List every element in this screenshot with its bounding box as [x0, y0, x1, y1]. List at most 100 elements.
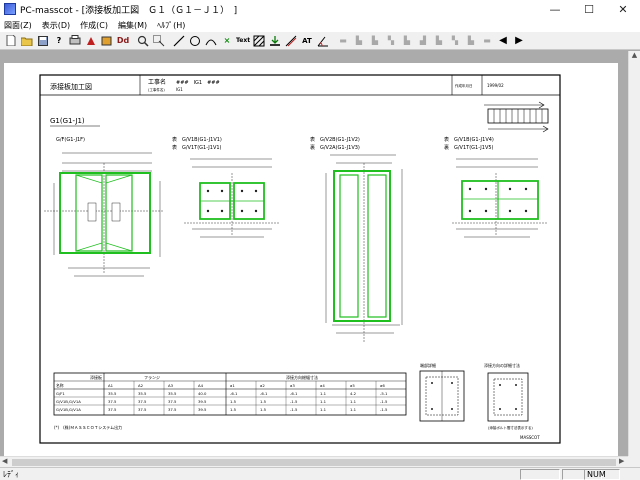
cross-tool-icon[interactable]: ×	[223, 36, 231, 45]
view4-prefix-1: 表	[444, 136, 449, 143]
table-cell: 37.5	[168, 399, 177, 404]
zoom-icon[interactable]	[136, 34, 150, 48]
app-icon	[4, 3, 16, 15]
web-splice-view-3	[452, 158, 548, 238]
table-cell: 1.1	[350, 399, 357, 404]
new-file-icon[interactable]	[4, 34, 18, 48]
footnote: (*) (株)ＭＡＳＳＣＯＴシステム出力	[54, 424, 122, 430]
sheet-border	[39, 74, 561, 444]
horizontal-scroll-thumb[interactable]	[12, 459, 616, 466]
table-header-cell: a3	[290, 383, 295, 388]
table-cell: G/V1B,G/V1A	[56, 399, 81, 404]
scroll-corner	[628, 456, 640, 467]
footer-brand: MASSCOT	[520, 435, 540, 440]
table-cell: 1.5	[260, 399, 267, 404]
menu-drawing[interactable]: 図面(Z)	[4, 20, 32, 30]
arc-tool-icon[interactable]	[204, 34, 218, 48]
circle-tool-icon[interactable]	[188, 34, 202, 48]
zoom-area-icon[interactable]	[152, 34, 166, 48]
disabled-tool-2-icon: ▙	[355, 36, 363, 45]
table-cell: 1.1	[350, 407, 357, 412]
table-cell: 37.5	[108, 407, 117, 412]
table-cell: 1.1	[320, 399, 327, 404]
view2-label-2: G/V1T(G1-J1V1)	[182, 145, 222, 151]
attribute-text-icon[interactable]: AT	[302, 36, 312, 45]
end-detail-view: 端部詳細	[419, 362, 465, 422]
status-cell-1	[520, 469, 560, 480]
view4-prefix-2: 裏	[444, 144, 449, 151]
vertical-scrollbar[interactable]: ▲	[628, 51, 640, 456]
help-icon[interactable]: ?	[56, 36, 62, 45]
table-cell: 37.5	[168, 407, 177, 412]
window-title: PC-masscot - [添接板加工図 Ｇ１（Ｇ１－Ｊ１） ]	[20, 5, 238, 16]
table-header-cell: a2	[260, 383, 265, 388]
menu-create[interactable]: 作成(C)	[80, 20, 108, 30]
menu-help[interactable]: ﾍﾙﾌﾟ(H)	[157, 20, 186, 30]
disabled-tool-3-icon: ▙	[371, 36, 379, 45]
table-header-cell: A1	[108, 383, 114, 388]
layer-icon[interactable]	[100, 34, 114, 48]
table-cell: -6.1	[290, 391, 298, 396]
table-group-2: 添接板	[90, 374, 102, 380]
disabled-tool-8-icon: ▚	[451, 36, 459, 45]
maximize-button[interactable]: ☐	[584, 2, 594, 16]
project-value: ### IG1 ###	[176, 80, 220, 86]
view1-label: G/F(G1-J1F)	[56, 137, 85, 143]
menu-view[interactable]: 表示(D)	[41, 20, 71, 30]
table-cell: 1.5	[230, 407, 237, 412]
girder-label: G1(G1-J1)	[50, 117, 85, 125]
scroll-left-icon[interactable]: ◀	[2, 457, 8, 465]
table-cell: 35.5	[138, 391, 147, 396]
red-draw-icon[interactable]	[84, 34, 98, 48]
status-bar: ﾚﾃﾞｨ NUM	[0, 467, 640, 480]
web-splice-view-2	[325, 154, 403, 343]
disabled-tool-4-icon: ▚	[387, 36, 395, 45]
drawing-title: 添接板加工図	[50, 82, 92, 91]
horizontal-scrollbar[interactable]: ◀ ▶	[0, 456, 628, 467]
table-cell: 1.5	[260, 407, 267, 412]
print-preview-icon[interactable]	[68, 34, 82, 48]
view3-label-1: G/V2B(G1-J1V2)	[320, 137, 360, 143]
drawing-svg: 添接板加工図 工事名 (工事件名) ### IG1 ### IG1 作成年月日 …	[39, 74, 561, 444]
status-num: NUM	[584, 469, 620, 480]
measure-icon[interactable]	[284, 34, 298, 48]
menu-bar: 図面(Z) 表示(D) 作成(C) 編集(M) ﾍﾙﾌﾟ(H)	[0, 18, 640, 32]
project-label: 工事名	[148, 78, 166, 86]
minimize-button[interactable]: —	[549, 2, 561, 16]
prev-page-button[interactable]: ◀	[499, 35, 507, 46]
table-header-cell: A4	[198, 383, 204, 388]
status-ready: ﾚﾃﾞｨ	[3, 470, 19, 479]
menu-edit[interactable]: 編集(M)	[117, 20, 148, 30]
table-group-3: 添接方向総幅寸法	[286, 374, 318, 380]
table-cell: -1.5	[290, 399, 298, 404]
save-icon[interactable]	[36, 34, 50, 48]
disabled-tool-10-icon: ▬	[483, 36, 491, 45]
view3-label-2: G/V2A(G1-J1V3)	[320, 145, 360, 151]
table-header-cell: a5	[350, 383, 355, 388]
table-cell: 4.2	[350, 391, 357, 396]
table-cell: 39.5	[198, 407, 207, 412]
scroll-right-icon[interactable]: ▶	[619, 457, 625, 465]
angle-icon[interactable]	[316, 34, 330, 48]
table-cell: 1.5	[230, 399, 237, 404]
text-tool-icon[interactable]: Text	[235, 37, 251, 44]
table-group-1: フランジ	[144, 374, 160, 380]
date-label: 作成年月日	[455, 83, 473, 88]
line-tool-icon[interactable]	[172, 34, 186, 48]
table-cell: 39.5	[198, 399, 207, 404]
hatch-tool-icon[interactable]	[252, 34, 266, 48]
scroll-up-icon[interactable]: ▲	[631, 51, 638, 59]
view4-label-2: G/V1T(G1-J1V5)	[454, 145, 494, 151]
disabled-tool-5-icon: ▙	[403, 36, 411, 45]
dimension-icon[interactable]: Dd	[116, 36, 130, 45]
next-page-button[interactable]: ▶	[515, 35, 523, 46]
view4-label-1: G/V1B(G1-J1V4)	[454, 137, 494, 143]
drawing-canvas[interactable]: 添接板加工図 工事名 (工事件名) ### IG1 ### IG1 作成年月日 …	[0, 51, 628, 456]
close-button[interactable]: ✕	[618, 2, 628, 16]
view3-prefix-1: 表	[310, 136, 315, 143]
insert-icon[interactable]	[268, 34, 282, 48]
table-cell: -5.1	[380, 391, 388, 396]
open-folder-icon[interactable]	[20, 34, 34, 48]
table-cell: 40.0	[198, 391, 207, 396]
